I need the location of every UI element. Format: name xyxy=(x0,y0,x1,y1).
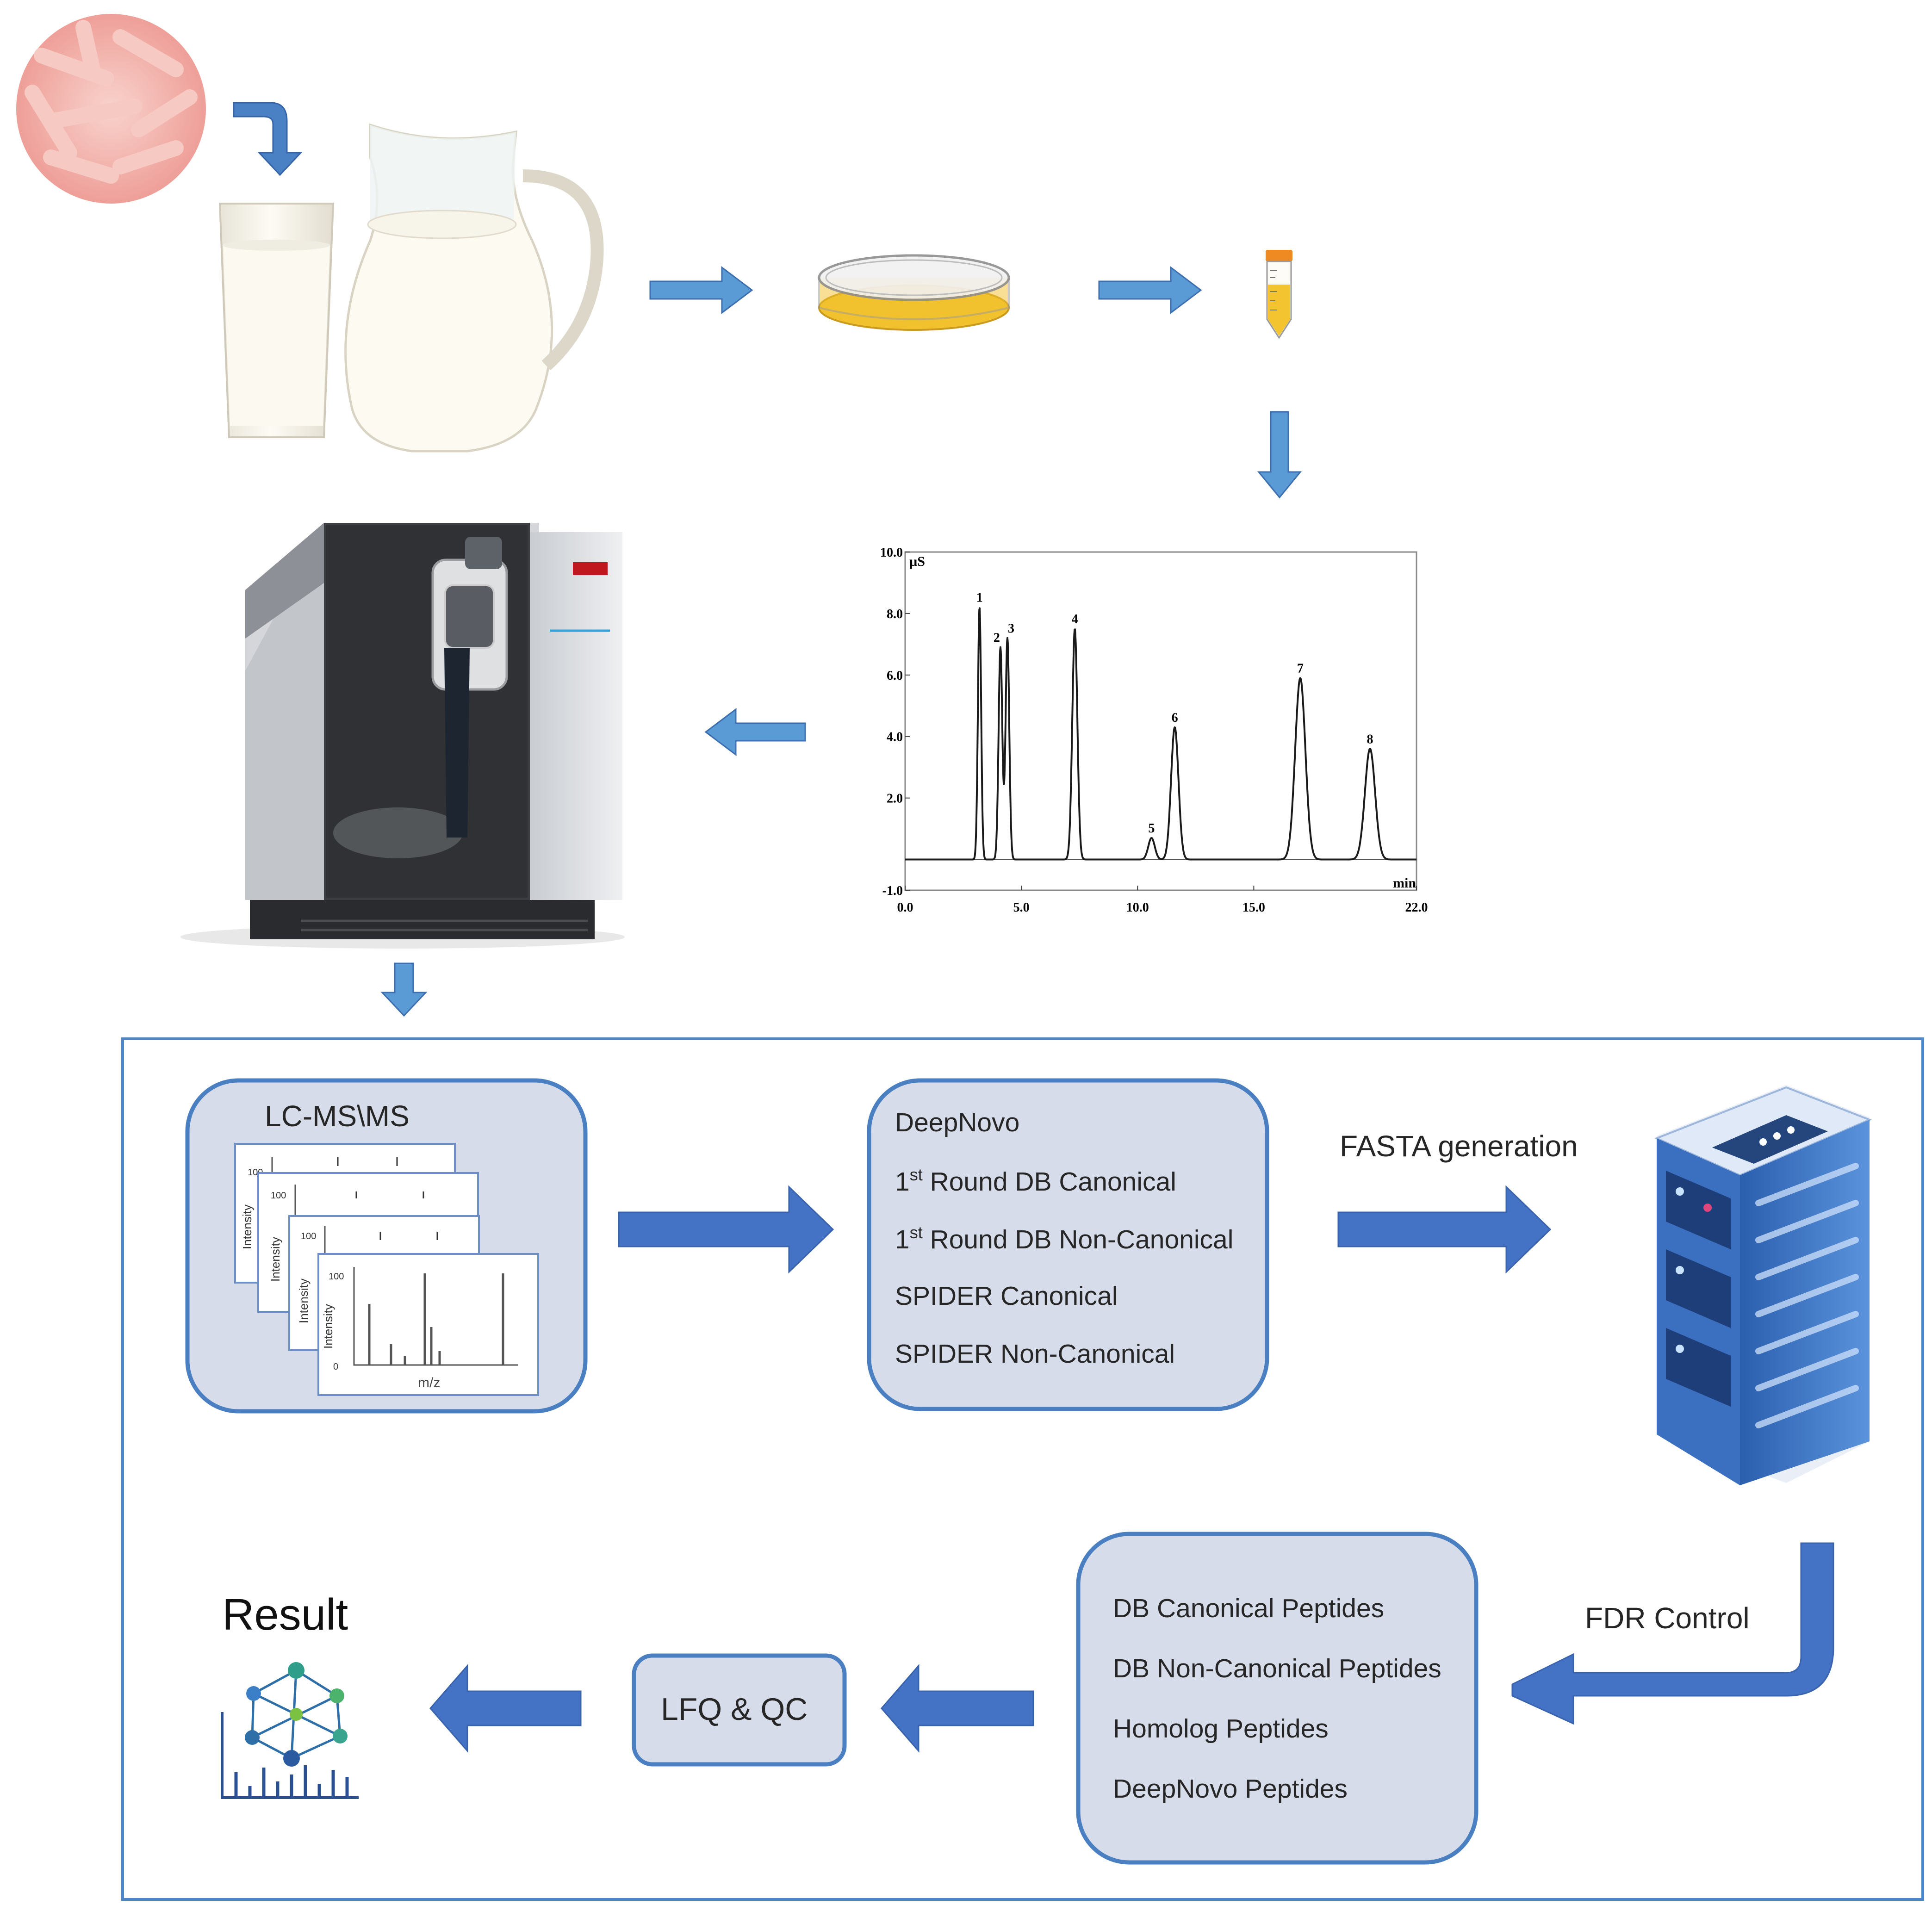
x-tick-label: 0.0 xyxy=(897,900,913,915)
peak-label: 6 xyxy=(1172,711,1178,725)
svg-text:100: 100 xyxy=(271,1191,286,1201)
lfq-qc-box xyxy=(632,1653,847,1767)
svg-text:m/z: m/z xyxy=(418,1375,440,1390)
peptide-db-canonical: DB Canonical Peptides xyxy=(1113,1594,1385,1623)
curved-arrow-icon xyxy=(1511,1542,1834,1725)
curved-arrow-icon xyxy=(233,102,303,176)
arrow-down-icon xyxy=(380,962,428,1017)
y-unit-label: µS xyxy=(909,554,925,569)
svg-text:100: 100 xyxy=(329,1272,344,1282)
lcms-title: LC-MS\MS xyxy=(265,1099,410,1133)
search-steps-box xyxy=(867,1078,1269,1411)
svg-text:Intensity: Intensity xyxy=(297,1278,311,1323)
peak-label: 8 xyxy=(1367,732,1373,746)
peptide-types-box xyxy=(1076,1532,1479,1865)
step-deepnovo: DeepNovo xyxy=(895,1108,1020,1137)
result-label: Result xyxy=(222,1590,348,1639)
plot-frame xyxy=(904,551,1417,891)
lfq-qc-label: LFQ & QC xyxy=(661,1692,808,1727)
peak-label: 5 xyxy=(1148,821,1155,836)
x-tick-label: 22.0 xyxy=(1405,900,1428,915)
database-server-icon xyxy=(1654,1085,1872,1485)
y-tick-label: 2.0 xyxy=(887,792,903,806)
arrow-right-icon xyxy=(649,266,753,315)
fasta-label: FASTA generation xyxy=(1340,1129,1578,1163)
peak-label: 7 xyxy=(1297,661,1304,676)
x-unit-label: min xyxy=(1393,875,1416,891)
svg-text:Intensity: Intensity xyxy=(240,1204,254,1249)
fdr-label: FDR Control xyxy=(1585,1601,1750,1635)
ms-spectra-stack-icon: 100 100 100 100 0 xyxy=(234,1143,539,1396)
peak-label: 2 xyxy=(994,631,1000,645)
arrow-left-icon xyxy=(429,1663,582,1753)
y-tick-label: 8.0 xyxy=(887,607,903,621)
y-tick-label: 4.0 xyxy=(887,730,903,745)
milk-jug-icon xyxy=(344,123,604,453)
svg-text:Intensity: Intensity xyxy=(268,1237,282,1282)
peptide-db-noncanonical: DB Non-Canonical Peptides xyxy=(1113,1654,1441,1683)
y-axis-ticks: 10.0 8.0 6.0 4.0 2.0 -1.0 xyxy=(880,546,910,898)
arrow-right-icon xyxy=(1337,1185,1552,1274)
arrow-right-icon xyxy=(618,1185,834,1274)
svg-text:100: 100 xyxy=(301,1231,316,1241)
petri-dish-icon xyxy=(818,254,1010,331)
peak-label: 4 xyxy=(1072,612,1078,627)
mass-spectrometer-icon xyxy=(180,523,625,949)
step-spider-canonical: SPIDER Canonical xyxy=(895,1281,1118,1311)
milk-glass-icon xyxy=(218,203,335,438)
peak-label: 3 xyxy=(1008,621,1014,636)
step-round1-noncanonical: 1st Round DB Non-Canonical xyxy=(895,1223,1234,1254)
y-tick-label: 10.0 xyxy=(880,546,903,560)
svg-text:0: 0 xyxy=(333,1362,338,1372)
spectrum-card-front: 100 0 m/z xyxy=(317,1253,539,1396)
arrow-right-icon xyxy=(1098,266,1202,315)
x-tick-label: 5.0 xyxy=(1013,900,1030,915)
arrow-left-icon xyxy=(704,707,806,757)
x-tick-label: 10.0 xyxy=(1126,900,1149,915)
bacteria-culture-icon xyxy=(16,14,206,204)
y-tick-label: -1.0 xyxy=(882,884,903,898)
svg-text:Intensity: Intensity xyxy=(321,1304,335,1349)
x-axis-ticks: 0.0 5.0 10.0 15.0 22.0 xyxy=(897,886,1428,915)
y-tick-label: 6.0 xyxy=(887,669,903,683)
peak-label: 1 xyxy=(976,591,983,605)
peptide-deepnovo: DeepNovo Peptides xyxy=(1113,1774,1348,1804)
step-spider-noncanonical: SPIDER Non-Canonical xyxy=(895,1339,1175,1369)
network-result-icon xyxy=(221,1662,359,1799)
peptide-homolog: Homolog Peptides xyxy=(1113,1714,1329,1743)
workflow-frame xyxy=(121,1037,1924,1901)
arrow-down-icon xyxy=(1257,411,1302,499)
step-round1-canonical: 1st Round DB Canonical xyxy=(895,1165,1176,1197)
chromatogram-trace xyxy=(904,607,1417,861)
x-tick-label: 15.0 xyxy=(1242,900,1265,915)
sample-tube-icon xyxy=(1266,250,1292,339)
arrow-left-icon xyxy=(881,1663,1034,1753)
